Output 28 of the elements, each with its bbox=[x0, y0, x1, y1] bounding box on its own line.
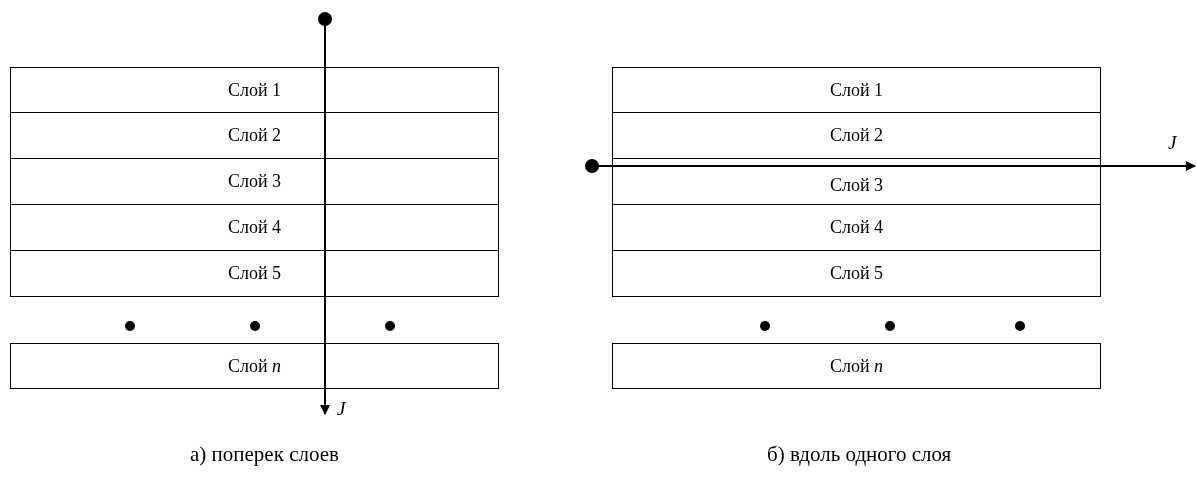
layer-box bbox=[612, 204, 1101, 251]
layer-box bbox=[10, 204, 499, 251]
layer-box bbox=[612, 112, 1101, 159]
layer-box bbox=[612, 250, 1101, 297]
layer-label: Слой n bbox=[227, 355, 282, 377]
layer-label: Слой 5 bbox=[227, 263, 282, 284]
layer-box bbox=[612, 343, 1101, 389]
layer-label: Слой 4 bbox=[227, 217, 282, 238]
layer-label: Слой 3 bbox=[227, 171, 282, 192]
caption: а) поперек слоев bbox=[190, 442, 339, 467]
layer-box bbox=[10, 67, 499, 113]
layer-label: Слой 2 bbox=[227, 125, 282, 146]
layer-box bbox=[10, 343, 499, 389]
layer-box bbox=[10, 112, 499, 159]
layer-label: Слой 2 bbox=[829, 125, 884, 146]
layer-label: Слой 1 bbox=[227, 79, 282, 101]
layer-box bbox=[612, 158, 1101, 205]
layer-box bbox=[10, 250, 499, 297]
caption: б) вдоль одного слоя bbox=[767, 442, 952, 467]
layer-box bbox=[612, 67, 1101, 113]
current-symbol: J bbox=[337, 398, 346, 420]
layer-label: Слой n bbox=[829, 355, 884, 377]
layer-label: Слой 5 bbox=[829, 263, 884, 284]
layer-label: Слой 1 bbox=[829, 79, 884, 101]
layer-box bbox=[10, 158, 499, 205]
layer-label: Слой 3 bbox=[829, 175, 884, 196]
current-symbol: J bbox=[1168, 132, 1177, 154]
layer-label: Слой 4 bbox=[829, 217, 884, 238]
